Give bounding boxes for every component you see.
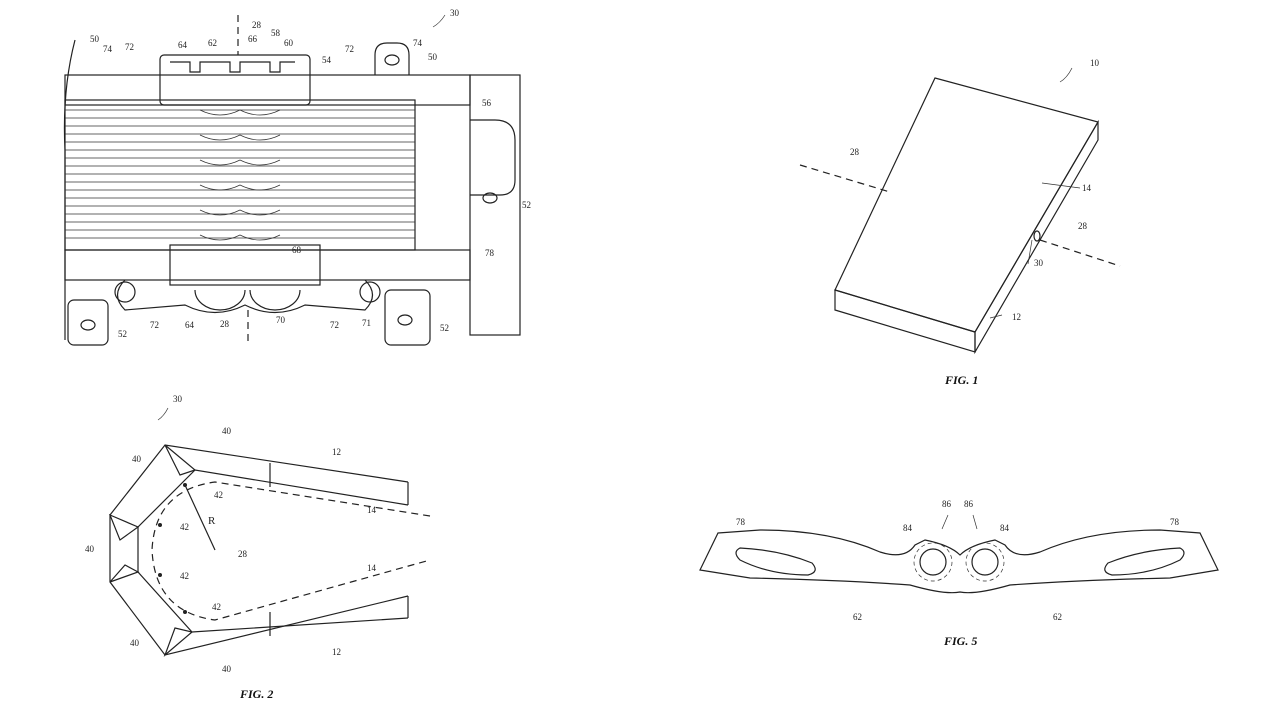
label-62b: 62 — [1053, 612, 1062, 622]
figure-assembly-perspective: 30 28 50 74 72 64 62 66 58 60 54 72 74 5… — [63, 8, 531, 346]
label-radius: R — [208, 515, 216, 527]
label-86a: 86 — [942, 499, 952, 509]
label-78: 78 — [485, 248, 495, 258]
label-71: 71 — [362, 318, 371, 328]
label-86b: 86 — [964, 499, 974, 509]
label-72: 72 — [125, 42, 134, 52]
label-78b: 78 — [1170, 517, 1180, 527]
label-50: 50 — [90, 34, 100, 44]
label-10: 10 — [1090, 58, 1100, 68]
label-42c: 42 — [180, 571, 189, 581]
figure-2-caption: FIG. 2 — [239, 687, 273, 701]
label-42a: 42 — [214, 490, 223, 500]
label-14: 14 — [1082, 183, 1092, 193]
label-28: 28 — [252, 20, 262, 30]
label-14a: 14 — [367, 505, 377, 515]
label-84b: 84 — [1000, 523, 1010, 533]
label-72c: 72 — [150, 320, 159, 330]
label-62a: 62 — [853, 612, 862, 622]
figure-1-caption: FIG. 1 — [944, 373, 978, 387]
label-62: 62 — [208, 38, 217, 48]
figure-1-device: 10 28 14 28 30 12 FIG. 1 — [799, 58, 1121, 387]
label-50b: 50 — [428, 52, 438, 62]
label-72d: 72 — [330, 320, 339, 330]
label-12a: 12 — [332, 447, 341, 457]
label-12: 12 — [1012, 312, 1021, 322]
label-64b: 64 — [185, 320, 195, 330]
label-40c: 40 — [85, 544, 95, 554]
label-68: 68 — [292, 245, 302, 255]
label-64: 64 — [178, 40, 188, 50]
figure-5-caption: FIG. 5 — [943, 634, 977, 648]
label-40e: 40 — [222, 664, 232, 674]
figure-5-hinge-link: 78 78 86 86 84 84 62 62 FIG. 5 — [699, 499, 1219, 648]
label-84a: 84 — [903, 523, 913, 533]
label-28: 28 — [850, 147, 860, 157]
label-12b: 12 — [332, 647, 341, 657]
label-28: 28 — [238, 549, 248, 559]
label-14b: 14 — [367, 563, 377, 573]
label-42d: 42 — [212, 602, 221, 612]
label-30: 30 — [450, 8, 460, 18]
label-52: 52 — [522, 200, 531, 210]
label-30: 30 — [1034, 258, 1044, 268]
label-58: 58 — [271, 28, 281, 38]
label-28b: 28 — [220, 319, 230, 329]
label-28b: 28 — [1078, 221, 1088, 231]
figure-2-folded-section: 30 40 40 40 40 40 12 12 42 42 42 42 R 28… — [85, 394, 431, 701]
label-52c: 52 — [440, 323, 449, 333]
label-74: 74 — [103, 44, 113, 54]
label-54: 54 — [322, 55, 332, 65]
label-66: 66 — [248, 34, 258, 44]
label-70: 70 — [276, 315, 286, 325]
label-60: 60 — [284, 38, 294, 48]
label-40d: 40 — [130, 638, 140, 648]
label-40b: 40 — [132, 454, 142, 464]
label-40a: 40 — [222, 426, 232, 436]
label-56: 56 — [482, 98, 492, 108]
label-52b: 52 — [118, 329, 127, 339]
label-74b: 74 — [413, 38, 423, 48]
label-42b: 42 — [180, 522, 189, 532]
label-30: 30 — [173, 394, 183, 404]
label-78a: 78 — [736, 517, 746, 527]
stacked-layers — [65, 109, 415, 241]
label-72b: 72 — [345, 44, 354, 54]
